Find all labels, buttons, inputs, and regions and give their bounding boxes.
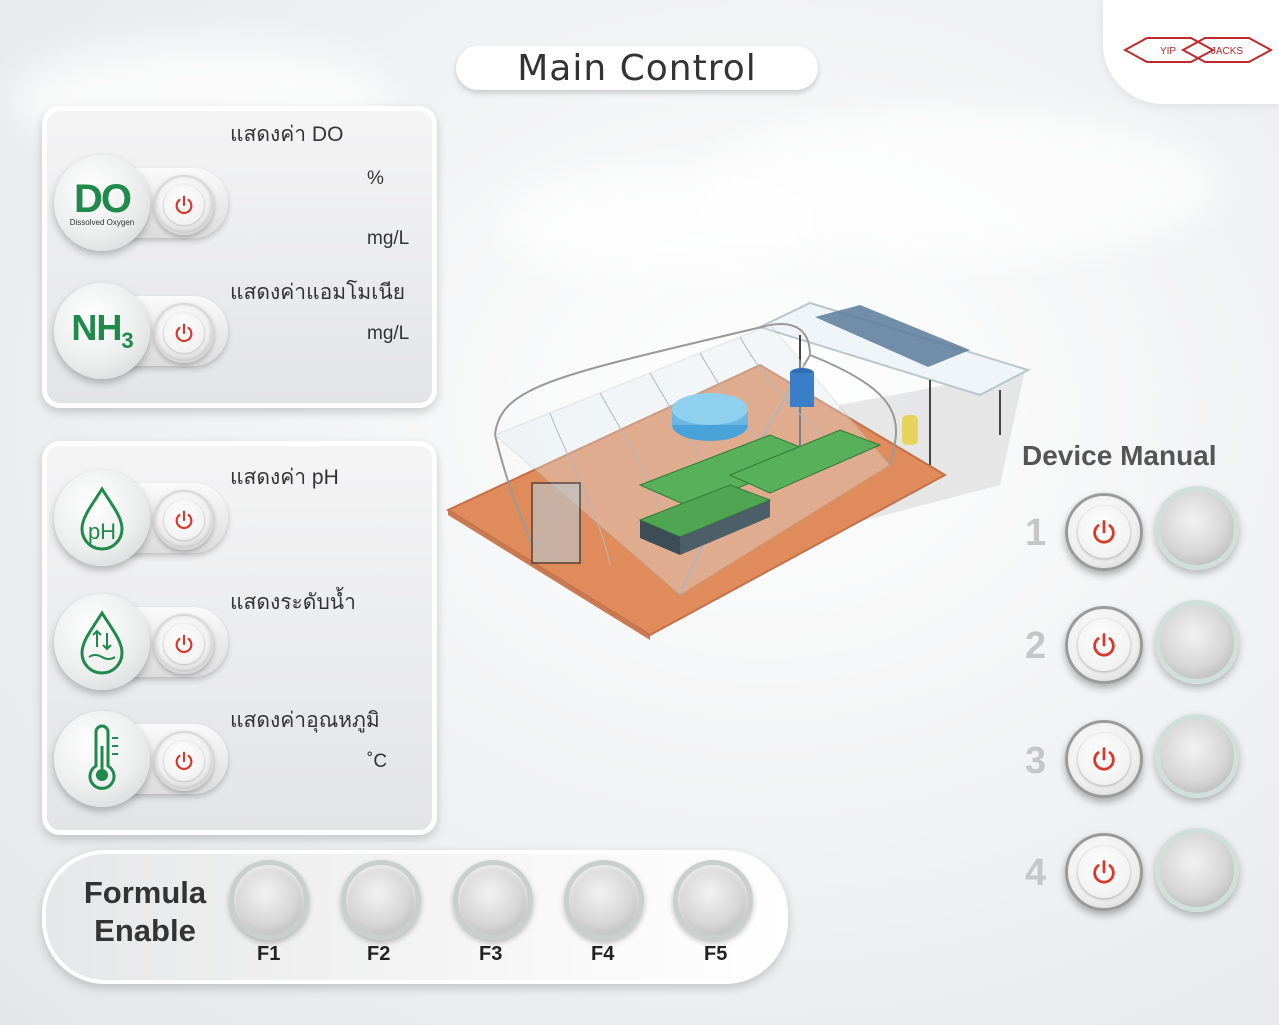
- formula-f5-label: F5: [704, 943, 728, 965]
- formula-f4-button[interactable]: [564, 860, 644, 940]
- do-label: แสดงค่า DO: [230, 123, 344, 146]
- ammonia-icon: NH3: [54, 283, 150, 379]
- formula-f1-label: F1: [257, 943, 281, 965]
- ph-drop-icon: pH: [54, 470, 150, 566]
- device-3-status-lamp: [1155, 714, 1239, 798]
- formula-f2-label: F2: [367, 943, 391, 965]
- formula-title-line2: Enable: [94, 913, 196, 948]
- device-number: 2: [1025, 625, 1047, 667]
- do-unit-mgl: mg/L: [367, 228, 410, 249]
- ph-label: แสดงค่า pH: [230, 466, 339, 489]
- device-1-power-button[interactable]: [1065, 493, 1143, 571]
- power-icon: [1093, 520, 1115, 544]
- device-number: 1: [1025, 512, 1047, 554]
- formula-f4-label: F4: [591, 943, 615, 965]
- device-4-power-button[interactable]: [1065, 833, 1143, 911]
- svg-text:YIP: YIP: [1160, 46, 1176, 57]
- formula-f3-button[interactable]: [453, 860, 533, 940]
- svg-text:pH: pH: [88, 519, 116, 544]
- do-icon-text: DO: [74, 176, 132, 221]
- formula-f3-label: F3: [479, 943, 503, 965]
- formula-f2-button[interactable]: [341, 860, 421, 940]
- power-icon: [175, 323, 193, 343]
- nh3-unit: mg/L: [367, 323, 410, 344]
- background-cloud: [500, 170, 820, 280]
- svg-text:JACKS: JACKS: [1211, 46, 1244, 57]
- formula-title-line1: Formula: [83, 875, 207, 910]
- nh3-label: แสดงค่าแอมโมเนีย: [230, 281, 406, 304]
- page-title: Main Control: [456, 46, 818, 90]
- greenhouse-illustration: [445, 301, 1030, 640]
- ph-power-button[interactable]: [154, 490, 214, 550]
- power-icon: [1093, 747, 1115, 771]
- device-manual-title: Device Manual: [1022, 440, 1217, 471]
- power-icon: [175, 634, 193, 654]
- device-4-status-lamp: [1155, 828, 1239, 912]
- power-icon: [1093, 860, 1115, 884]
- formula-f1-button[interactable]: [229, 860, 309, 940]
- formula-f5-button[interactable]: [673, 860, 753, 940]
- nh3-icon-subscript: 3: [121, 328, 133, 354]
- device-2-power-button[interactable]: [1065, 606, 1143, 684]
- power-icon: [175, 510, 193, 530]
- water-level-label: แสดงระดับน้ำ: [230, 591, 356, 614]
- power-icon: [1093, 633, 1115, 657]
- device-number: 3: [1025, 740, 1047, 782]
- dissolved-oxygen-icon: DO Dissolved Oxygen: [54, 155, 150, 251]
- water-level-icon: [54, 594, 150, 690]
- device-3-power-button[interactable]: [1065, 720, 1143, 798]
- device-2-status-lamp: [1155, 600, 1239, 684]
- device-1-status-lamp: [1155, 486, 1239, 570]
- do-power-button[interactable]: [154, 175, 214, 235]
- thermometer-icon: [54, 711, 150, 807]
- temperature-label: แสดงค่าอุณหภูมิ: [230, 709, 380, 732]
- temperature-power-button[interactable]: [154, 731, 214, 791]
- company-logo: YIP JACKS: [1103, 0, 1279, 104]
- temperature-unit: ˚C: [367, 751, 388, 772]
- water-level-power-button[interactable]: [154, 614, 214, 674]
- power-icon: [175, 751, 193, 771]
- formula-enable-title: Formula Enable: [80, 874, 210, 950]
- do-unit-percent: %: [367, 168, 384, 189]
- nh3-icon-text: NH: [71, 307, 122, 349]
- power-icon: [175, 195, 193, 215]
- page-title-text: Main Control: [517, 47, 757, 89]
- do-icon-subtext: Dissolved Oxygen: [69, 217, 135, 227]
- nh3-power-button[interactable]: [154, 303, 214, 363]
- device-number: 4: [1025, 852, 1047, 894]
